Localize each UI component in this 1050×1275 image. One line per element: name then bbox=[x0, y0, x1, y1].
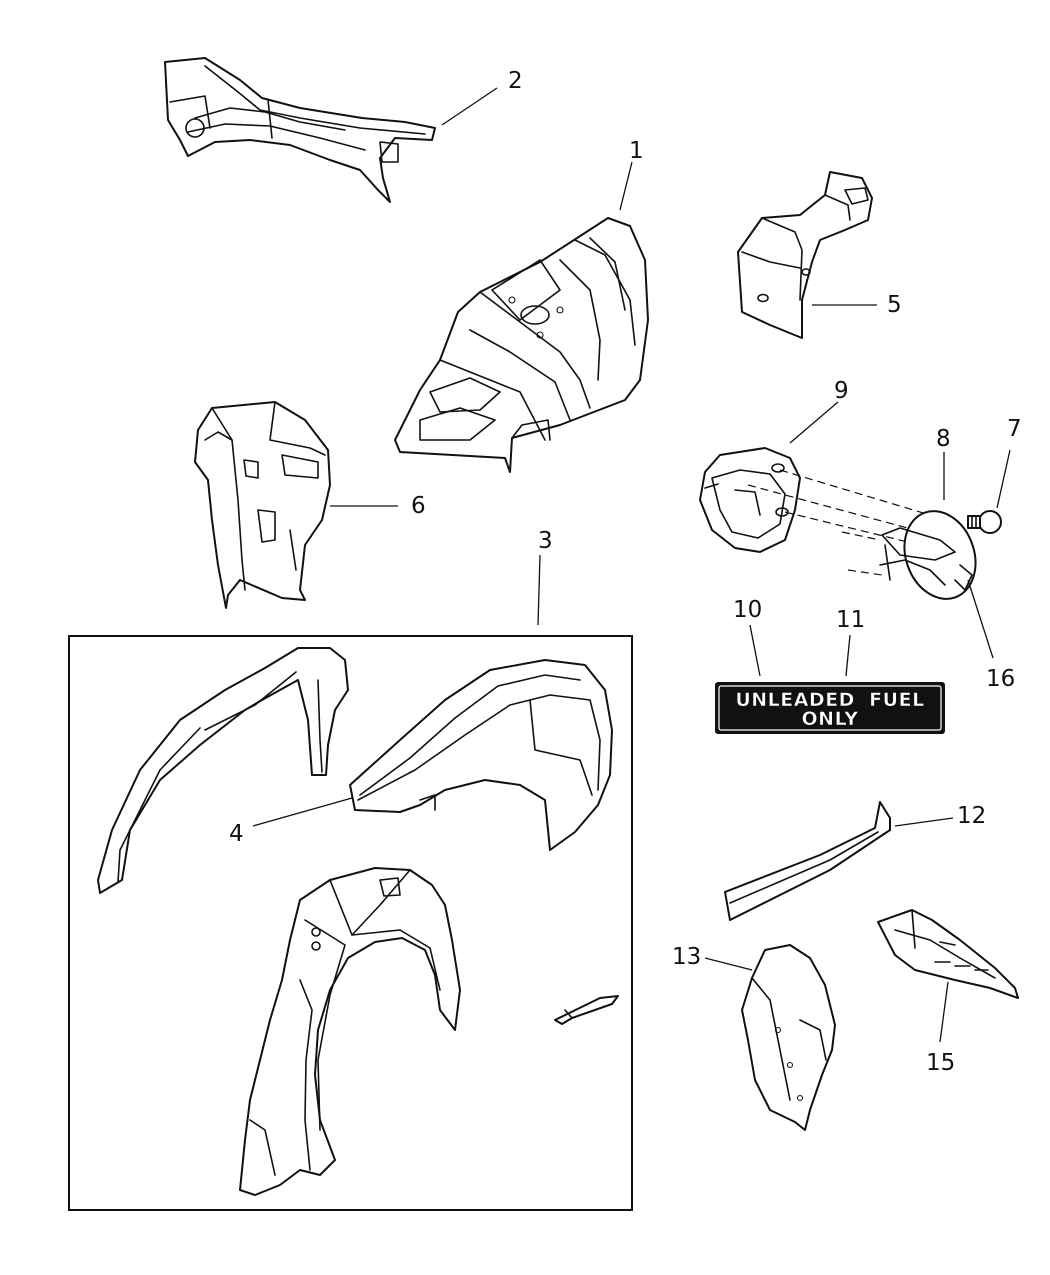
callout-6: 6 bbox=[411, 493, 426, 519]
part-2-upper-rail bbox=[164, 57, 436, 203]
part-3-wheelhouse bbox=[239, 867, 461, 1196]
callout-10: 10 bbox=[733, 597, 762, 623]
callout-12: 12 bbox=[957, 803, 986, 829]
callout-13: 13 bbox=[672, 944, 701, 970]
part-6-side-inner-panel bbox=[194, 401, 331, 609]
callout-11: 11 bbox=[836, 607, 865, 633]
callout-15: 15 bbox=[926, 1050, 955, 1076]
part-3-left-trim bbox=[97, 647, 349, 894]
part-12-sill-strip bbox=[724, 801, 891, 921]
part-7-screw bbox=[967, 510, 1002, 534]
callout-1: 1 bbox=[629, 138, 644, 164]
part-8-fuel-door bbox=[879, 510, 977, 600]
part-3-assembly-box bbox=[68, 635, 633, 1211]
assembly-lines bbox=[747, 469, 931, 576]
callout-2: 2 bbox=[508, 68, 523, 94]
leader-lines bbox=[252, 87, 1011, 1043]
callout-7: 7 bbox=[1007, 416, 1022, 442]
fuel-label-plate bbox=[715, 682, 945, 734]
callout-4: 4 bbox=[229, 821, 244, 847]
fuel-label-line1: UNLEADED FUEL bbox=[735, 689, 924, 711]
part-13-lower-extension bbox=[741, 944, 836, 1131]
part-9-fuel-filler-housing bbox=[699, 447, 801, 553]
part-5-bracket bbox=[737, 171, 873, 339]
callout-9: 9 bbox=[834, 378, 849, 404]
callout-8: 8 bbox=[936, 426, 951, 452]
fuel-label: UNLEADED FUEL ONLY bbox=[715, 682, 945, 734]
fuel-label-line2: ONLY bbox=[802, 708, 859, 730]
callout-3: 3 bbox=[538, 528, 553, 554]
part-1-rear-floor-pan bbox=[394, 217, 649, 473]
callout-numbers: 1 2 3 4 5 6 7 8 9 10 11 12 13 15 16 bbox=[229, 68, 1022, 1076]
part-3-clip bbox=[554, 995, 619, 1025]
part-4-quarter-outer-panel bbox=[349, 659, 613, 851]
callout-5: 5 bbox=[887, 292, 902, 318]
part-15-bracket bbox=[877, 909, 1019, 999]
callout-16: 16 bbox=[986, 666, 1015, 692]
